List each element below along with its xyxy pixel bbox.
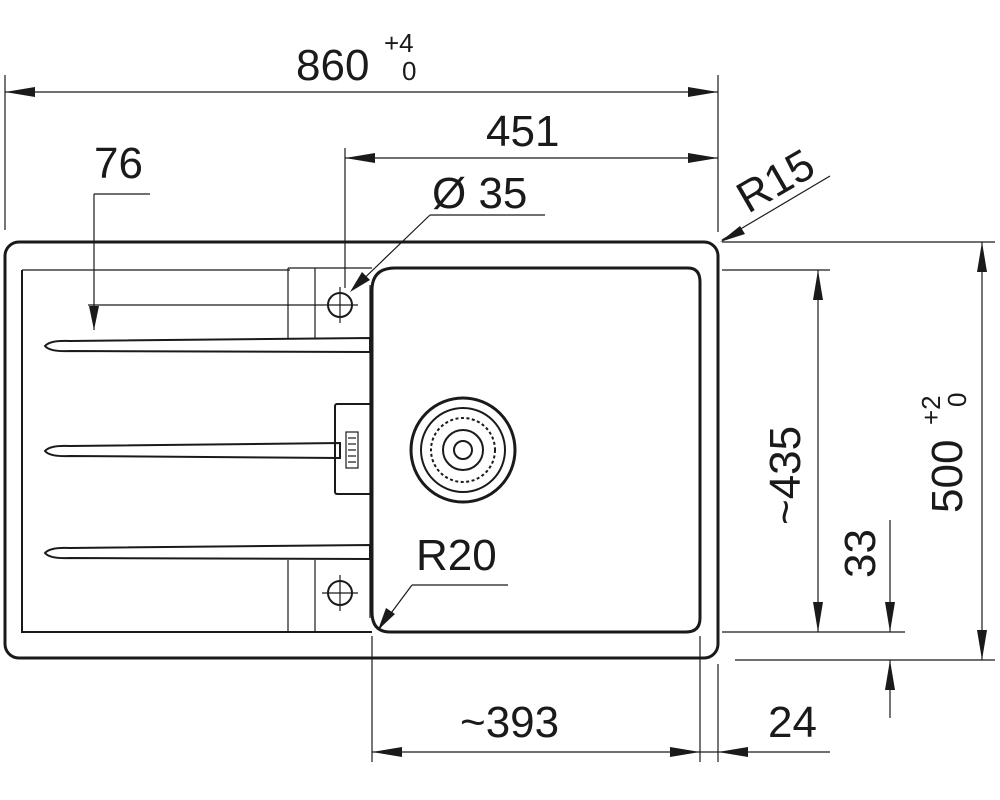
dim-overall-depth-value: 500 — [923, 440, 972, 513]
dim-overall-depth: 500 +2 0 — [722, 241, 995, 661]
dim-overall-width-tol-lower: 0 — [402, 56, 416, 86]
overflow-box — [334, 403, 373, 495]
dim-side-offset: 24 — [700, 664, 830, 762]
sink-outline — [3, 240, 720, 660]
dim-bowl-offset: 451 — [344, 107, 718, 288]
dim-overall-width-value: 860 — [296, 41, 369, 90]
dim-overall-width-tol-upper: +4 — [384, 28, 414, 58]
dim-bowl-width-value: ~393 — [460, 698, 559, 747]
drainer-grooves — [43, 336, 371, 561]
dim-drainer-inset-value: 76 — [94, 139, 143, 188]
dim-corner-radius-outer: R15 — [720, 140, 831, 242]
dim-overall-depth-tol-upper: +2 — [916, 395, 946, 425]
dim-side-offset-value: 24 — [768, 698, 817, 747]
dim-rim-offset: 33 — [836, 520, 895, 718]
dim-bowl-depth: ~435 — [722, 269, 905, 633]
dim-rim-offset-value: 33 — [836, 529, 885, 578]
dim-drainer-inset: 76 — [88, 139, 322, 330]
dim-overall-width: 860 +4 0 — [4, 28, 719, 232]
dim-corner-radius-inner-value: R20 — [416, 531, 497, 580]
tap-hole-bottom — [322, 575, 358, 611]
dim-corner-radius-outer-value: R15 — [729, 140, 823, 223]
dim-tap-hole-value: Ø 35 — [432, 169, 527, 218]
drain-strainer — [409, 396, 517, 504]
dim-bowl-offset-value: 451 — [486, 107, 559, 156]
tap-hole-top — [322, 287, 358, 323]
dim-overall-depth-tol-lower: 0 — [942, 393, 972, 407]
dim-corner-radius-inner: R20 — [378, 531, 508, 630]
dim-bowl-depth-value: ~435 — [761, 426, 810, 525]
dim-tap-hole: Ø 35 — [350, 169, 545, 292]
dim-bowl-width: ~393 — [371, 636, 701, 762]
